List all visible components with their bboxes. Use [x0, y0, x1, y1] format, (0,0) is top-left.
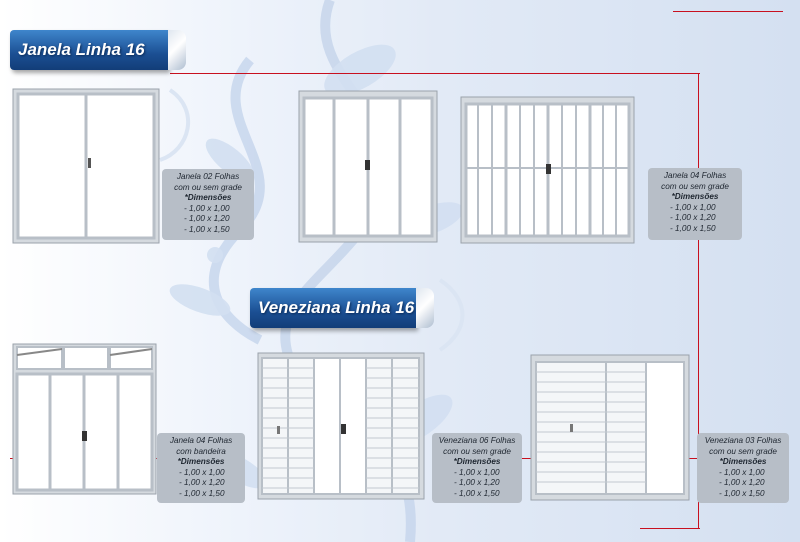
caption-size: - 1,00 x 1,00 [454, 467, 500, 477]
red-guide-line [698, 73, 699, 528]
shutter-window-6-leaves-image [257, 352, 425, 500]
window-2-leaves-image [12, 88, 160, 244]
caption-title-line: Janela 04 Folhas [663, 171, 727, 180]
red-guide-line [640, 528, 700, 529]
caption-size: - 1,00 x 1,20 [179, 478, 225, 487]
section-title-janela: Janela Linha 16 [10, 30, 186, 70]
shutter-window-3-leaves-image [530, 354, 690, 501]
caption-title-line: Veneziana 03 Folhas [704, 436, 782, 445]
window-4-leaves-transom-image [12, 343, 157, 495]
caption-dimensions-label: *Dimensões [184, 193, 232, 202]
red-guide-line [170, 73, 700, 74]
product-caption-janela-04-bandeira: Janela 04 Folhas com bandeira *Dimensões… [157, 433, 245, 503]
product-caption-veneziana-06: Veneziana 06 Folhas com ou sem grade *Di… [432, 433, 522, 503]
caption-size: - 1,00 x 1,50 [454, 488, 500, 498]
caption-title-line: com ou sem grade [709, 446, 777, 456]
caption-size: - 1,00 x 1,20 [670, 213, 716, 222]
caption-title-line: com ou sem grade [443, 446, 511, 456]
caption-dimensions-label: *Dimensões [671, 192, 719, 201]
caption-size: - 1,00 x 1,50 [719, 488, 765, 498]
caption-title-line: Veneziana 06 Folhas [438, 436, 516, 445]
window-4-leaves-grid-image [460, 96, 635, 244]
product-caption-janela-04: Janela 04 Folhas com ou sem grade *Dimen… [648, 168, 742, 240]
product-caption-veneziana-03: Veneziana 03 Folhas com ou sem grade *Di… [697, 433, 789, 503]
caption-size: - 1,00 x 1,20 [454, 478, 500, 487]
caption-size: - 1,00 x 1,50 [670, 223, 716, 233]
red-guide-line [673, 11, 783, 12]
section-title-janela-text: Janela Linha 16 [18, 40, 145, 59]
caption-dimensions-label: *Dimensões [177, 457, 225, 466]
caption-title-line: Janela 02 Folhas [176, 172, 240, 181]
title-page-fold [168, 30, 186, 70]
caption-size: - 1,00 x 1,00 [719, 467, 765, 477]
product-caption-janela-02: Janela 02 Folhas com ou sem grade *Dimen… [162, 169, 254, 240]
caption-size: - 1,00 x 1,00 [179, 467, 225, 477]
caption-size: - 1,00 x 1,20 [184, 214, 230, 223]
section-title-veneziana-text: Veneziana Linha 16 [258, 298, 415, 317]
title-page-fold [416, 288, 434, 328]
window-4-leaves-image [298, 90, 438, 243]
section-title-veneziana: Veneziana Linha 16 [250, 288, 434, 328]
caption-size: - 1,00 x 1,50 [179, 488, 225, 498]
caption-dimensions-label: *Dimensões [453, 457, 501, 466]
caption-title-line: com ou sem grade [661, 181, 729, 191]
caption-size: - 1,00 x 1,20 [719, 478, 765, 487]
caption-size: - 1,00 x 1,00 [184, 203, 230, 213]
caption-title-line: com bandeira [176, 446, 226, 456]
caption-size: - 1,00 x 1,00 [670, 202, 716, 212]
caption-title-line: Janela 04 Folhas [169, 436, 233, 445]
caption-size: - 1,00 x 1,50 [184, 224, 230, 234]
caption-dimensions-label: *Dimensões [719, 457, 767, 466]
caption-title-line: com ou sem grade [174, 182, 242, 192]
